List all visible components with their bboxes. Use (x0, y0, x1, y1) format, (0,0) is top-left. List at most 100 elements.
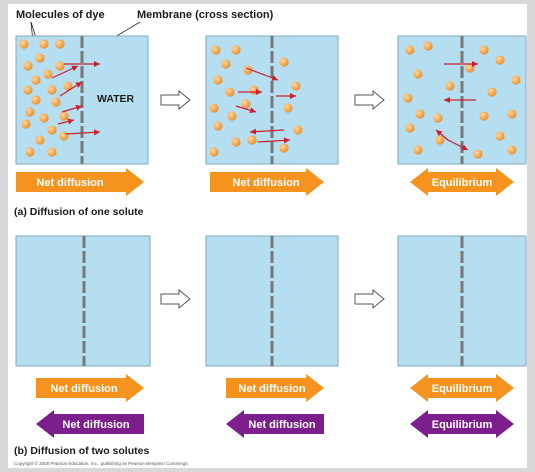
orange-molecule (63, 81, 73, 91)
orange-molecule (231, 45, 241, 55)
orange-molecule (35, 135, 45, 145)
orange-molecule (413, 145, 423, 155)
net-diffusion-arrow (16, 168, 144, 196)
orange-molecule (405, 45, 415, 55)
orange-molecule (445, 81, 455, 91)
orange-molecule (21, 119, 31, 129)
net-diffusion-label: Net diffusion (248, 419, 315, 431)
orange-molecule (39, 113, 49, 123)
orange-molecule (47, 125, 57, 135)
orange-molecule (415, 109, 425, 119)
orange-molecule (413, 69, 423, 79)
net-diffusion-label: Net diffusion (232, 177, 299, 189)
orange-molecule (495, 131, 505, 141)
net-diffusion-label: Net diffusion (238, 383, 305, 395)
motion-arrow (57, 118, 75, 125)
orange-molecule (293, 125, 303, 135)
orange-molecule (241, 99, 251, 109)
orange-molecule (225, 87, 235, 97)
row-b-container-1 (15, 235, 151, 367)
orange-molecule (23, 61, 33, 71)
orange-molecule (433, 113, 443, 123)
orange-molecule (39, 39, 49, 49)
orange-molecule (247, 135, 257, 145)
part-b-caption: (b) Diffusion of two solutes (14, 445, 149, 457)
orange-molecule (25, 107, 35, 117)
motion-arrow (245, 67, 279, 81)
step-arrow (354, 288, 385, 310)
orange-molecule (51, 97, 61, 107)
orange-molecule (211, 45, 221, 55)
orange-molecule (221, 59, 231, 69)
equilibrium-arrow (410, 168, 514, 196)
orange-molecule (507, 145, 517, 155)
orange-molecule (31, 75, 41, 85)
orange-molecule (495, 55, 505, 65)
orange-molecule (283, 103, 293, 113)
orange-molecule (213, 75, 223, 85)
orange-molecule (59, 111, 69, 121)
orange-molecule (55, 61, 65, 71)
motion-arrow (447, 139, 469, 151)
orange-molecule (47, 147, 57, 157)
motion-arrow (65, 129, 101, 136)
orange-molecule (227, 111, 237, 121)
orange-molecule (23, 85, 33, 95)
row-a-container-2 (205, 35, 339, 165)
orange-molecule (405, 123, 415, 133)
orange-molecule (423, 41, 433, 51)
equilibrium-label: Equilibrium (432, 419, 493, 431)
orange-molecule (35, 53, 45, 63)
orange-molecule (25, 147, 35, 157)
step-arrow (160, 89, 191, 111)
row-b-container-3 (397, 235, 527, 367)
net-diffusion-arrow-purple (226, 410, 324, 438)
net-diffusion-arrow (226, 374, 324, 402)
motion-arrow (435, 129, 449, 141)
orange-molecule (31, 95, 41, 105)
equilibrium-label: Equilibrium (432, 177, 493, 189)
motion-arrow (59, 81, 83, 97)
net-diffusion-label: Net diffusion (50, 383, 117, 395)
orange-molecule (213, 121, 223, 131)
net-diffusion-label: Net diffusion (36, 177, 103, 189)
step-arrow (160, 288, 191, 310)
orange-molecule (435, 135, 445, 145)
step-arrow (354, 89, 385, 111)
part-a-caption: (a) Diffusion of one solute (14, 206, 144, 218)
orange-molecule (55, 39, 65, 49)
orange-molecule (43, 69, 53, 79)
net-diffusion-arrow (36, 374, 144, 402)
motion-arrow (51, 65, 79, 79)
orange-molecule (479, 111, 489, 121)
row-b-container-2 (205, 235, 339, 367)
orange-molecule (511, 75, 521, 85)
orange-molecule (209, 147, 219, 157)
orange-molecule (19, 39, 29, 49)
orange-molecule (47, 85, 57, 95)
net-diffusion-label: Net diffusion (62, 419, 129, 431)
water-label: WATER (97, 93, 135, 105)
equilibrium-arrow-purple (410, 410, 514, 438)
orange-molecule (209, 103, 219, 113)
equilibrium-label: Equilibrium (432, 383, 493, 395)
dye-label: Molecules of dye (16, 9, 105, 21)
orange-molecule (243, 65, 253, 75)
motion-arrow (257, 137, 291, 144)
orange-molecule (487, 87, 497, 97)
orange-molecule (473, 149, 483, 159)
net-diffusion-arrow (210, 168, 324, 196)
net-diffusion-arrow-purple (36, 410, 144, 438)
orange-molecule (465, 63, 475, 73)
orange-molecule (479, 45, 489, 55)
orange-molecule (231, 137, 241, 147)
orange-molecule (249, 85, 259, 95)
membrane-label: Membrane (cross section) (137, 9, 274, 21)
equilibrium-arrow (410, 374, 514, 402)
orange-molecule (279, 57, 289, 67)
motion-arrow (235, 105, 257, 114)
copyright-text: Copyright © 2008 Pearson Education, Inc.… (14, 460, 189, 466)
motion-arrow (61, 104, 83, 113)
orange-molecule (59, 131, 69, 141)
